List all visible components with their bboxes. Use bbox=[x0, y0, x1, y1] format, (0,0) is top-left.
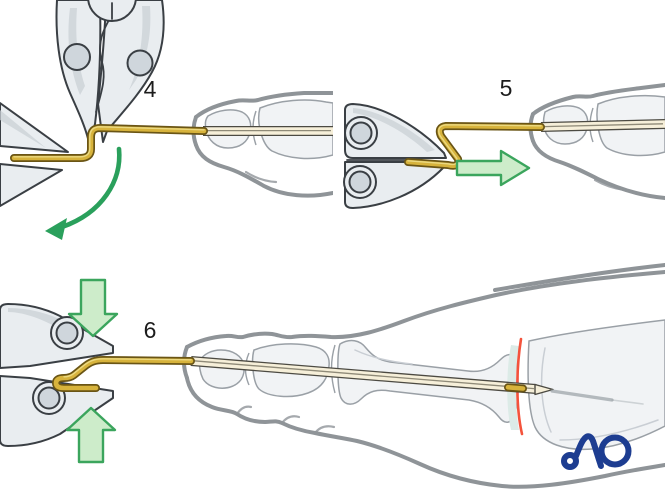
k-wire-tip bbox=[534, 383, 554, 396]
k-wire-z-bend bbox=[404, 122, 545, 170]
toe-tip bbox=[191, 91, 333, 198]
metatarsal bbox=[527, 319, 665, 451]
pliers-vertical bbox=[55, 0, 165, 144]
toe-crease bbox=[593, 178, 627, 192]
panel-step-5: 5 bbox=[343, 75, 665, 209]
pliers-hole bbox=[349, 121, 373, 145]
pliers-holding-left bbox=[0, 102, 69, 207]
k-wire-crimp bbox=[52, 356, 195, 392]
squeeze-arrow-down-icon bbox=[67, 278, 119, 338]
k-wire-bend bbox=[10, 124, 208, 162]
step-label-5: 5 bbox=[500, 75, 513, 101]
ao-logo: AO bbox=[561, 433, 632, 470]
panel-step-6: 6 AO bbox=[0, 263, 665, 489]
k-wire-shaft bbox=[540, 119, 665, 132]
toe-crease bbox=[244, 170, 278, 184]
toe-tip bbox=[528, 83, 665, 200]
step-label-6: 6 bbox=[144, 317, 157, 343]
pliers-hole bbox=[126, 49, 154, 77]
pliers-hole bbox=[63, 43, 91, 71]
pliers-hole bbox=[55, 321, 79, 345]
advance-arrow-icon bbox=[455, 149, 531, 187]
squeeze-arrow-up-icon bbox=[65, 406, 117, 464]
k-wire-shaft bbox=[190, 356, 644, 405]
pliers-hole bbox=[37, 386, 61, 410]
pliers-hole bbox=[348, 170, 372, 194]
panel-step-4: 4 bbox=[0, 0, 333, 240]
step-label-4: 4 bbox=[144, 76, 157, 102]
rotate-arrow-icon bbox=[45, 146, 122, 240]
pliers-horizontal bbox=[343, 103, 447, 209]
